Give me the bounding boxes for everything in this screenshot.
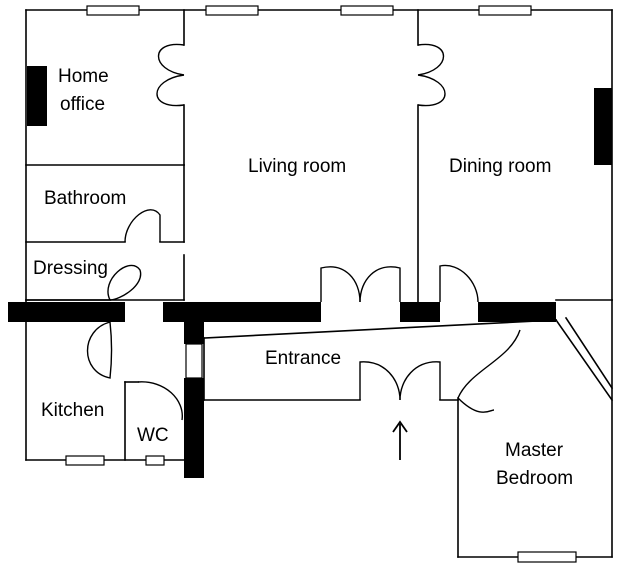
label-master-bedroom-line1: Master xyxy=(505,440,564,461)
up-arrow-icon xyxy=(392,420,408,460)
interior-walls xyxy=(25,9,557,461)
label-living-room: Living room xyxy=(248,156,346,177)
label-master-bedroom-line2: Bedroom xyxy=(496,468,573,489)
label-bathroom: Bathroom xyxy=(44,188,126,209)
label-entrance: Entrance xyxy=(265,348,341,369)
label-dressing: Dressing xyxy=(33,258,108,279)
label-wc: WC xyxy=(137,425,169,446)
label-dining-room: Dining room xyxy=(449,156,551,177)
thick-walls xyxy=(8,66,612,478)
windows xyxy=(65,5,577,563)
label-kitchen: Kitchen xyxy=(41,400,104,421)
label-home-office-line1: Home xyxy=(58,66,109,87)
label-home-office-line2: office xyxy=(60,94,105,115)
doors xyxy=(86,43,521,421)
